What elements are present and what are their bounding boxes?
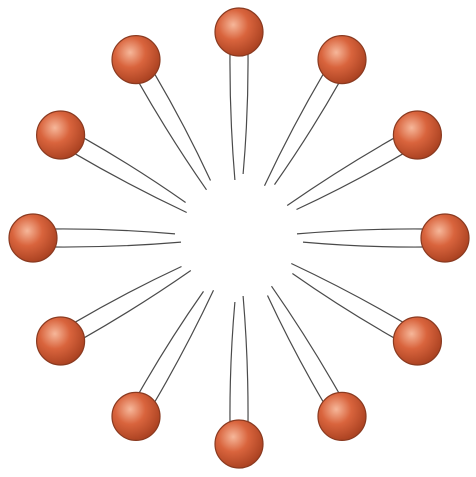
tail-chain (73, 267, 181, 324)
tail-chain (138, 81, 206, 189)
tail-chain (268, 296, 325, 404)
polar-head (215, 8, 263, 56)
tail-chain (82, 137, 185, 202)
tail-chain (303, 242, 425, 247)
polar-head (421, 214, 469, 262)
polar-head (9, 214, 57, 262)
tail-chain (73, 153, 186, 213)
polar-head (37, 317, 85, 365)
tail-chain (154, 72, 211, 180)
polar-head (215, 420, 263, 468)
polar-head (112, 36, 160, 84)
tail-chain (138, 291, 203, 394)
polar-head (318, 36, 366, 84)
tail-chain (275, 81, 340, 184)
tail-chain (230, 302, 235, 424)
tail-chain (297, 153, 405, 210)
tail-chain (154, 290, 214, 403)
tail-chain (297, 229, 425, 234)
tail-chain (243, 52, 248, 174)
polar-head (112, 392, 160, 440)
tail-chain (291, 264, 404, 324)
hydrophobic-tails (53, 52, 425, 424)
polar-head (37, 111, 85, 159)
tail-chain (230, 52, 235, 180)
tail-chain (53, 229, 175, 234)
tail-chain (287, 137, 395, 205)
tail-chain (265, 72, 325, 185)
hydrophilic-heads (9, 8, 469, 468)
tail-chain (243, 296, 248, 424)
polar-head (318, 392, 366, 440)
tail-chain (82, 271, 190, 339)
tail-chain (272, 286, 340, 394)
tail-chain (53, 242, 181, 247)
polar-head (393, 317, 441, 365)
polar-head (393, 111, 441, 159)
tail-chain (292, 274, 395, 339)
